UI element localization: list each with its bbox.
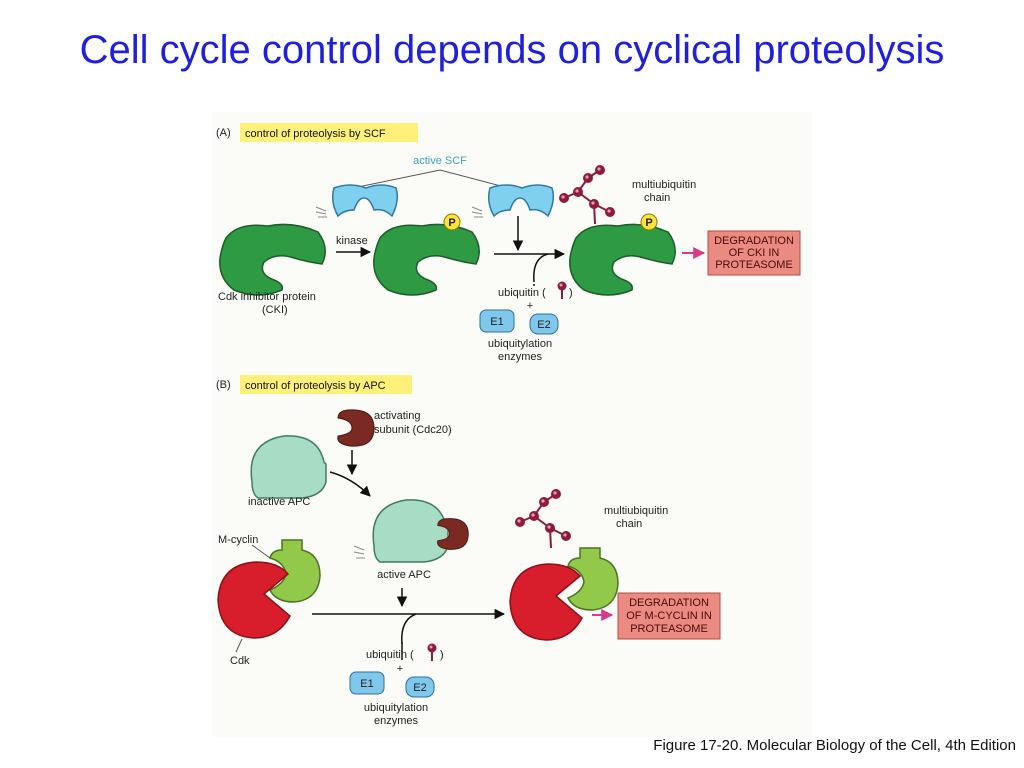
m-cyclin-label: M-cyclin: [218, 534, 258, 546]
degradation-b-line3: PROTEASOME: [630, 623, 708, 635]
enzymes-label-a-1: ubiquitylation: [488, 338, 552, 350]
ubiquitin-close-a: ): [569, 287, 573, 299]
scf-hatch-left: [315, 206, 327, 218]
phosphate-circle-2: [640, 213, 658, 231]
e2-label-b: E2: [413, 682, 426, 694]
degradation-a-line1: DEGRADATION: [714, 235, 794, 247]
inactive-apc-label: inactive APC: [248, 496, 310, 508]
scf-complex-right: [487, 184, 555, 217]
kinase-label: kinase: [336, 235, 368, 247]
ubiquitin-label-b: ubiquitin (: [366, 649, 414, 661]
apc-hatch: [353, 545, 365, 559]
degradation-b-line1: DEGRADATION: [629, 597, 709, 609]
degradation-a-line3: PROTEASOME: [715, 259, 793, 271]
activating-label-2: subunit (Cdc20): [374, 424, 452, 436]
plus-b: +: [397, 663, 403, 675]
e2-label-a: E2: [537, 319, 550, 331]
phosphate-label-2: P: [645, 217, 652, 229]
phosphate-label-1: P: [448, 217, 455, 229]
panel-b-heading-bar: [240, 375, 412, 394]
phosphate-circle-1: [443, 213, 461, 231]
cki-protein-1: [219, 223, 326, 296]
cki-protein-3: [569, 223, 676, 296]
plus-a: +: [527, 300, 533, 312]
e1-label-a: E1: [490, 316, 503, 328]
cdc20-subunit: [337, 409, 375, 447]
panel-b-heading: control of proteolysis by APC: [245, 380, 386, 392]
scf-complex-left: [331, 184, 399, 217]
ubiquitin-input-curve-a: [533, 253, 549, 283]
e2-box-a: [529, 313, 559, 335]
panel-b: (B) control of proteolysis by APC activa…: [216, 375, 721, 727]
cdk-left: [217, 561, 291, 639]
panel-a: (A) control of proteolysis by SCF active…: [216, 123, 801, 363]
enzymes-label-b-1: ubiquitylation: [364, 702, 428, 714]
e1-label-b: E1: [360, 678, 373, 690]
cki-label-2: (CKI): [262, 304, 288, 316]
multiubiquitin-label-b-1: multiubiquitin: [604, 505, 668, 517]
cki-label-1: Cdk inhibitor protein: [218, 291, 316, 303]
inactive-apc: [250, 435, 327, 499]
degradation-b-line2: OF M-CYCLIN IN: [626, 610, 712, 622]
multiubiquitin-chain-a: [558, 164, 616, 225]
panel-b-letter: (B): [216, 379, 231, 391]
cdk-pointer: [235, 638, 243, 653]
slide-title: Cell cycle control depends on cyclical p…: [79, 28, 945, 72]
proteolysis-diagram: (A) control of proteolysis by SCF active…: [216, 123, 801, 727]
active-apc: [372, 499, 449, 563]
multiubiquitin-label-a-2: chain: [644, 192, 670, 204]
apc-activation-arrow: [329, 471, 371, 497]
scf-hatch-right: [471, 206, 483, 218]
ubiquitin-label-a: ubiquitin (: [498, 287, 546, 299]
ubiquitin-close-b: ): [440, 649, 444, 661]
enzymes-label-a-2: enzymes: [498, 351, 543, 363]
enzymes-label-b-2: enzymes: [374, 715, 419, 727]
active-scf-label: active SCF: [413, 155, 467, 167]
proteolysis-figure: (A) control of proteolysis by SCF active…: [212, 112, 812, 737]
multiubiquitin-label-b-2: chain: [616, 518, 642, 530]
panel-a-heading-bar: [240, 123, 418, 142]
activating-label-1: activating: [374, 410, 420, 422]
cdk-label: Cdk: [230, 655, 250, 667]
e1-box-b: [349, 671, 385, 695]
figure-caption: Figure 17-20. Molecular Biology of the C…: [653, 737, 1016, 754]
multiubiquitin-chain-b: [514, 488, 572, 549]
ubiquitin-icon-a: [556, 280, 568, 300]
ubiquitin-icon-b: [426, 642, 438, 662]
e1-box-a: [479, 309, 515, 333]
cki-protein-2: [373, 223, 480, 296]
scf-branch-lines: [357, 169, 517, 191]
multiubiquitin-label-a-1: multiubiquitin: [632, 179, 696, 191]
panel-a-letter: (A): [216, 127, 231, 139]
m-cyclin-pointer: [251, 544, 271, 559]
e2-box-b: [405, 676, 435, 698]
degradation-box-a: [707, 230, 801, 276]
degradation-box-b: [617, 592, 721, 640]
active-apc-label: active APC: [377, 569, 431, 581]
panel-a-heading: control of proteolysis by SCF: [245, 128, 386, 140]
degradation-a-line2: OF CKI IN: [729, 247, 780, 259]
ubiquitin-input-curve-b: [401, 613, 417, 645]
